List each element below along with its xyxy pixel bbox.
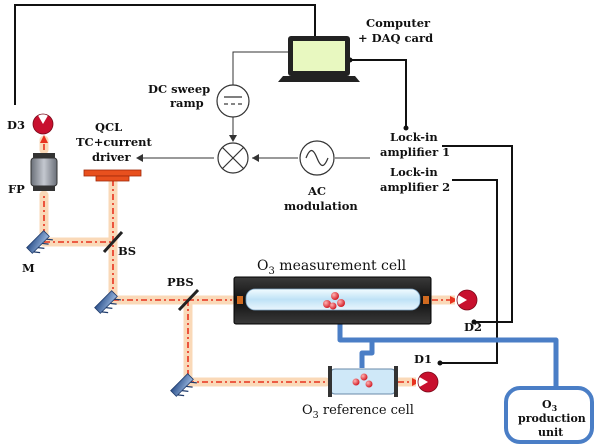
arrow-heads [136, 135, 259, 162]
d2-label: D2 [464, 320, 482, 334]
d3-label: D3 [7, 118, 25, 132]
ac-label-2: modulation [284, 199, 358, 213]
qcl-label: QCL [95, 120, 122, 134]
ac-modulation-icon [299, 140, 335, 176]
bs-label: BS [118, 244, 136, 258]
dc-sweep-icon [216, 84, 250, 118]
production-unit-label-2: unit [538, 426, 564, 439]
reference-cell-icon [328, 366, 398, 397]
lockin2-label: Lock-in [390, 165, 438, 179]
computer-icon [278, 36, 360, 82]
d1-label: D1 [414, 352, 432, 366]
mirror-reference-icon [170, 373, 197, 397]
production-unit-box [504, 386, 594, 444]
lockin1-label: Lock-in [390, 130, 438, 144]
production-unit-label: production [518, 412, 586, 425]
fp-etalon-icon [30, 153, 58, 191]
mixer-icon [217, 142, 249, 174]
measurement-cell-title: O3 measurement cell [257, 258, 407, 277]
wiring [14, 4, 513, 364]
pbs-icon [177, 288, 200, 312]
detector-d2-icon [455, 289, 478, 311]
beam-splitter-bs-icon [102, 230, 124, 254]
junction-dot [437, 360, 443, 366]
qcl-label-3: driver [92, 150, 131, 164]
detector-d1-icon [416, 371, 439, 393]
qcl-icon [83, 169, 142, 182]
reference-cell-title: O3 reference cell [302, 403, 414, 421]
detector-d3-icon [32, 112, 54, 135]
pbs-label: PBS [167, 275, 194, 289]
mirror-lower-icon [94, 290, 121, 314]
production-unit-title: O3 [542, 398, 558, 413]
junction-dot [403, 125, 409, 131]
fp-label: FP [8, 182, 25, 196]
dc-sweep-label: DC sweep [148, 82, 210, 96]
lockin1-label-2: amplifier 1 [380, 145, 450, 159]
dc-sweep-label-2: ramp [170, 96, 204, 110]
computer-label: Computer [366, 16, 431, 30]
computer-label-2: + DAQ card [358, 31, 433, 45]
measurement-cell-icon [233, 276, 432, 325]
m-label: M [22, 261, 35, 275]
qcl-label-2: TC+current [76, 135, 153, 149]
ac-label: AC [307, 184, 326, 198]
junction-dot [471, 319, 477, 325]
mirror-m-icon [26, 230, 53, 254]
lockin2-label-2: amplifier 2 [380, 180, 450, 194]
